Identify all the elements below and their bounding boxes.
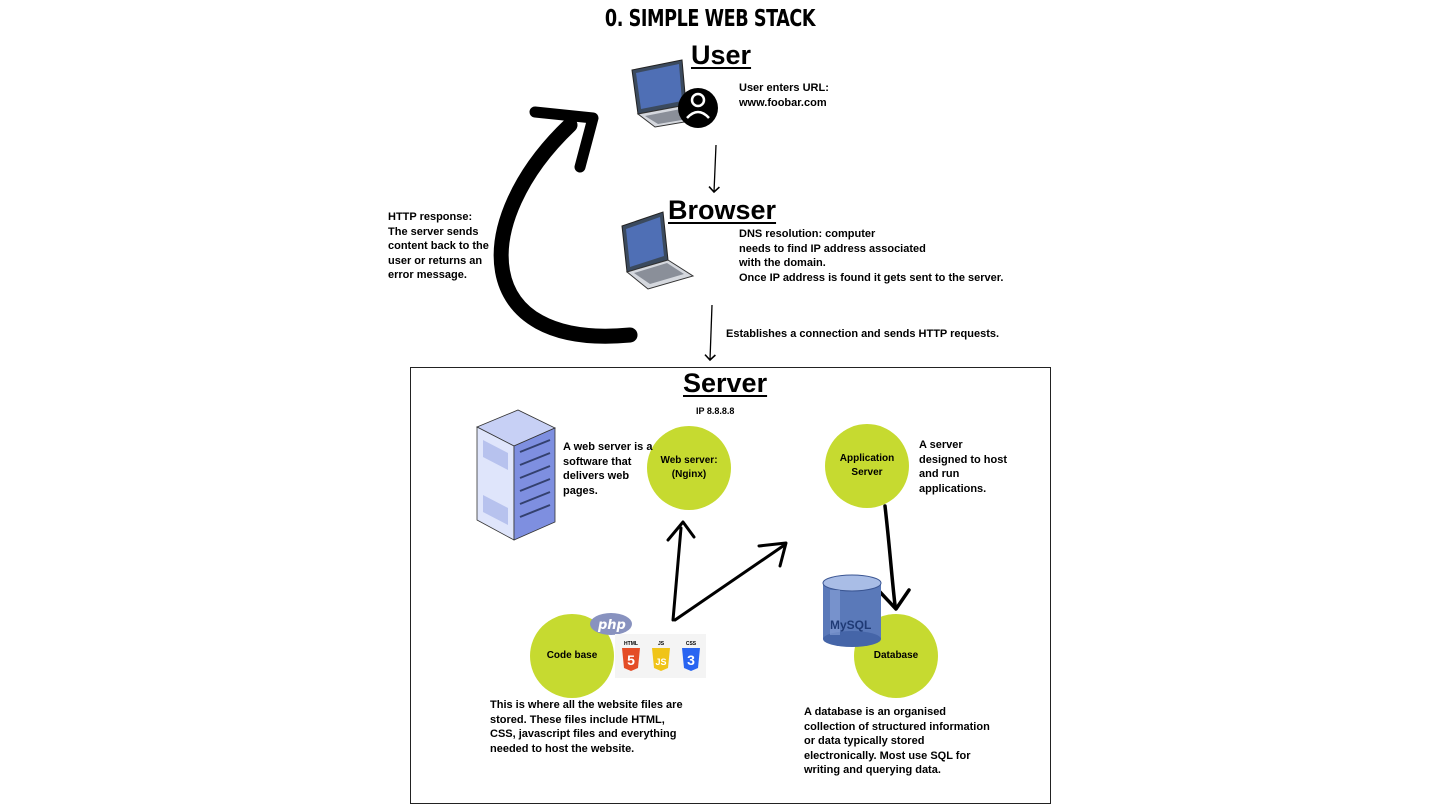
app-to-database-arrow	[878, 504, 911, 611]
app-server-label: Application Server	[839, 453, 895, 478]
code-base-label: Code base	[546, 650, 598, 661]
svg-text:JS: JS	[658, 641, 665, 647]
badge-html-icon: HTML 5	[622, 641, 640, 671]
mysql-database-icon: MySQL	[822, 574, 882, 647]
user-heading: User	[691, 40, 752, 70]
connection-note: Establishes a connection and sends HTTP …	[726, 328, 1000, 340]
php-logo-icon: php	[590, 613, 632, 635]
badge-js-icon: JS JS	[652, 641, 670, 671]
arrow-user-to-browser	[708, 144, 720, 194]
svg-text:HTML: HTML	[624, 641, 638, 647]
http-response-arrow	[493, 106, 638, 344]
web-server-label: Web server: (Nginx)	[660, 455, 718, 480]
laptop-icon-browser	[621, 211, 695, 290]
code-base-arrows	[666, 520, 788, 622]
svg-text:3: 3	[687, 652, 695, 668]
http-response-note: HTTP response: The server sends content …	[388, 211, 489, 281]
web-server-note: A web server is a software that delivers…	[563, 441, 653, 497]
server-box	[410, 367, 1051, 804]
arrow-browser-to-server	[704, 304, 716, 362]
user-avatar-icon	[678, 88, 718, 128]
database-label: Database	[873, 650, 919, 661]
php-logo-text: php	[597, 618, 626, 633]
app-server-note: A server designed to host and run applic…	[919, 439, 1007, 495]
server-ip: IP 8.8.8.8	[696, 406, 735, 416]
svg-text:JS: JS	[655, 657, 666, 667]
browser-note: DNS resolution: computer needs to find I…	[739, 228, 1004, 284]
server-rack-icon	[476, 409, 556, 541]
mysql-logo-text: MySQL	[830, 618, 871, 632]
tech-badges: HTML 5 JS JS CSS 3	[615, 634, 706, 678]
code-base-note: This is where all the website files are …	[490, 699, 683, 755]
badge-css-icon: CSS 3	[682, 641, 700, 671]
svg-text:CSS: CSS	[686, 641, 697, 647]
server-heading: Server	[683, 368, 768, 398]
app-server-circle: Application Server	[825, 424, 909, 508]
database-note: A database is an organised collection of…	[804, 706, 990, 776]
web-server-circle: Web server: (Nginx)	[647, 426, 731, 510]
svg-text:5: 5	[627, 652, 635, 668]
diagram-title: 0. SIMPLE WEB STACK	[604, 6, 816, 32]
browser-heading: Browser	[668, 195, 777, 225]
user-note: User enters URL: www.foobar.com	[739, 82, 829, 109]
